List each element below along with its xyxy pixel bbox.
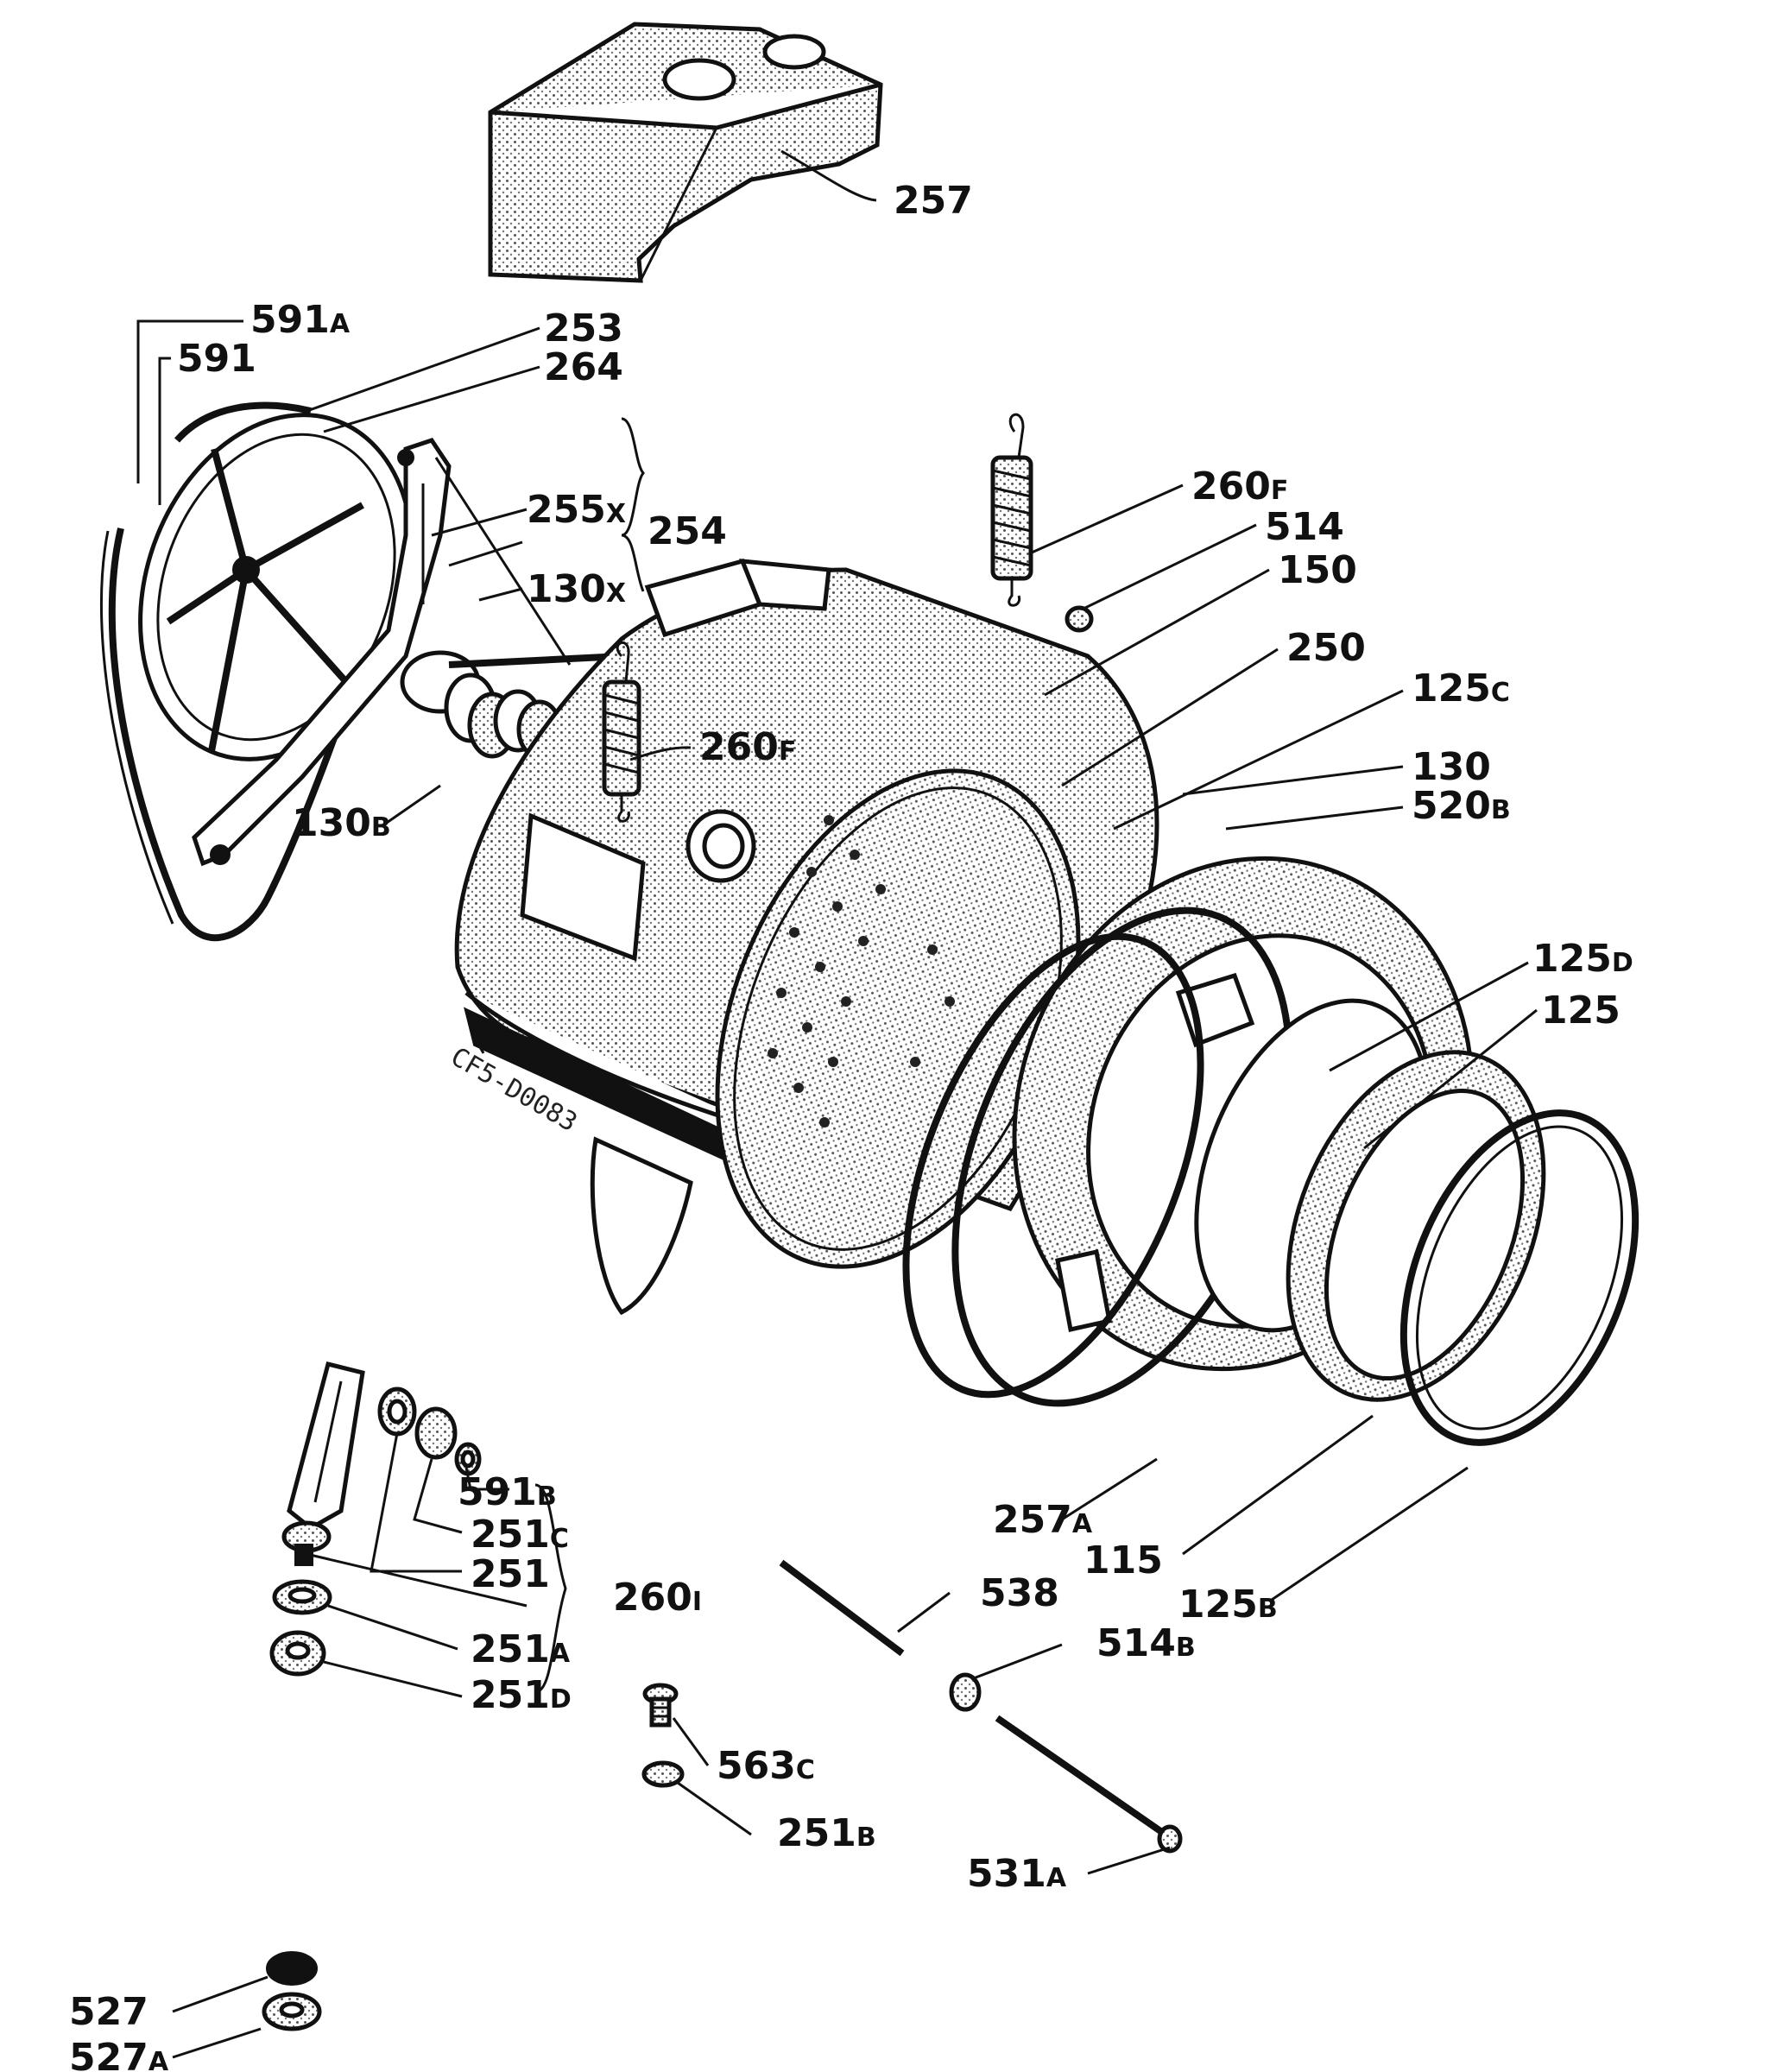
label-130b: 130B bbox=[292, 801, 391, 845]
label-527a: 527A bbox=[69, 2036, 169, 2072]
label-260f-mid: 260F bbox=[699, 725, 796, 769]
label-531a: 531A bbox=[967, 1852, 1067, 1896]
label-591a: 591A bbox=[250, 298, 351, 342]
label-130x: 130X bbox=[527, 567, 626, 611]
drive-belt bbox=[99, 527, 366, 942]
label-253: 253 bbox=[544, 306, 623, 351]
suspension-spring-mid bbox=[602, 641, 641, 823]
foot-527 bbox=[262, 1951, 322, 2031]
label-260f-top: 260F bbox=[1191, 464, 1288, 509]
label-563c: 563C bbox=[717, 1744, 815, 1788]
bearing-set bbox=[444, 653, 622, 760]
label-125b: 125B bbox=[1178, 1582, 1278, 1627]
label-254: 254 bbox=[648, 509, 727, 553]
screw-563c bbox=[642, 1683, 679, 1728]
label-264: 264 bbox=[544, 345, 623, 389]
label-257: 257 bbox=[894, 179, 973, 223]
label-538: 538 bbox=[980, 1571, 1059, 1615]
bolt-531a bbox=[995, 1715, 1183, 1854]
label-251b: 251B bbox=[777, 1811, 876, 1855]
label-514: 514 bbox=[1265, 505, 1344, 549]
label-251a: 251A bbox=[471, 1627, 571, 1671]
label-125d: 125D bbox=[1532, 937, 1633, 981]
shock-absorber bbox=[269, 1361, 365, 1677]
label-591b: 591B bbox=[458, 1470, 557, 1514]
cap-514b bbox=[949, 1672, 982, 1712]
label-251c: 251C bbox=[471, 1513, 569, 1557]
pulley-arc-part bbox=[174, 401, 312, 443]
suspension-spring-top bbox=[990, 413, 1033, 607]
label-520b: 520B bbox=[1412, 784, 1511, 828]
washer-251b bbox=[641, 1760, 685, 1788]
label-591: 591 bbox=[177, 337, 256, 381]
label-150: 150 bbox=[1278, 548, 1357, 592]
label-257a: 257A bbox=[993, 1498, 1093, 1542]
label-255x: 255X bbox=[527, 488, 626, 532]
front-rings bbox=[902, 906, 1639, 1446]
label-125: 125 bbox=[1541, 989, 1621, 1033]
label-115: 115 bbox=[1084, 1538, 1163, 1582]
plug-514 bbox=[1065, 605, 1094, 633]
callout-labels: 257 591A 591 253 264 260F 514 150 255X 2… bbox=[69, 179, 1633, 2072]
label-130: 130 bbox=[1412, 745, 1491, 789]
label-527: 527 bbox=[69, 1990, 148, 2034]
pin-538 bbox=[779, 1559, 905, 1657]
label-251d: 251D bbox=[471, 1673, 572, 1717]
label-125c: 125C bbox=[1412, 666, 1510, 711]
label-260i: 260I bbox=[613, 1576, 702, 1620]
counterweight-top bbox=[488, 22, 883, 283]
label-250: 250 bbox=[1286, 626, 1366, 670]
washers-251 bbox=[377, 1387, 482, 1476]
label-251: 251 bbox=[471, 1552, 550, 1596]
label-514b: 514B bbox=[1096, 1621, 1196, 1665]
leader-lines bbox=[136, 149, 1538, 2059]
